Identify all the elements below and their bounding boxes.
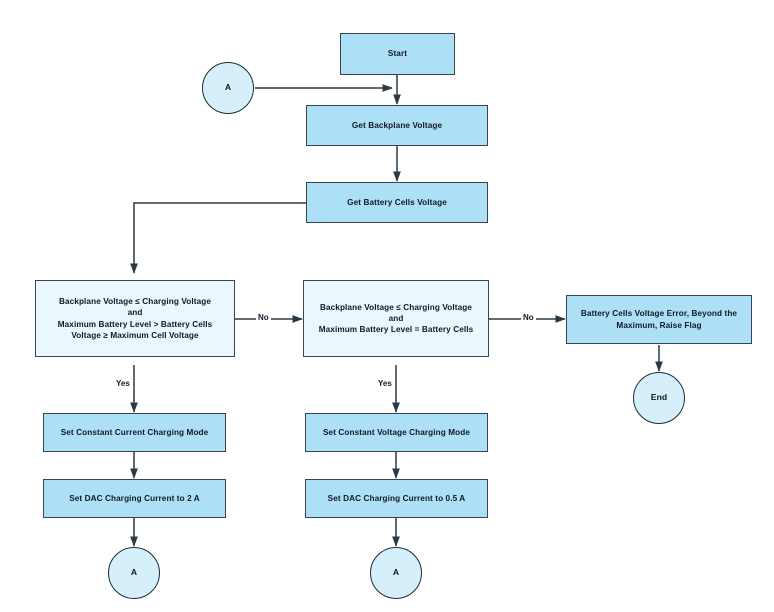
set-dac-05a-node[interactable]: Set DAC Charging Current to 0.5 A xyxy=(305,479,488,518)
edge-label-no-second: No xyxy=(521,313,536,322)
connector-a-bottom-left-label: A xyxy=(130,567,138,578)
get-battery-cells-voltage-node[interactable]: Get Battery Cells Voltage xyxy=(306,182,488,223)
end-node-label: End xyxy=(650,392,668,403)
set-constant-voltage-mode-label: Set Constant Voltage Charging Mode xyxy=(323,427,470,437)
connector-a-bottom-right-label: A xyxy=(392,567,400,578)
set-dac-05a-label: Set DAC Charging Current to 0.5 A xyxy=(327,493,466,503)
error-box-label: Battery Cells Voltage Error, Beyond the … xyxy=(580,309,738,330)
edge-label-yes-left: Yes xyxy=(114,379,132,388)
connector-a-top[interactable]: A xyxy=(202,62,254,114)
edge-label-yes-right: Yes xyxy=(376,379,394,388)
set-dac-2a-label: Set DAC Charging Current to 2 A xyxy=(69,493,200,503)
decision-two-label: Backplane Voltage ≤ Charging Voltage and… xyxy=(318,302,474,335)
connector-a-bottom-left[interactable]: A xyxy=(108,547,160,599)
set-constant-current-mode-label: Set Constant Current Charging Mode xyxy=(60,427,209,437)
connector-a-bottom-right[interactable]: A xyxy=(370,547,422,599)
get-backplane-voltage-node[interactable]: Get Backplane Voltage xyxy=(306,105,488,146)
get-backplane-voltage-label: Get Backplane Voltage xyxy=(351,120,443,130)
set-constant-current-mode-node[interactable]: Set Constant Current Charging Mode xyxy=(43,413,226,452)
start-node[interactable]: Start xyxy=(340,33,455,75)
set-constant-voltage-mode-node[interactable]: Set Constant Voltage Charging Mode xyxy=(305,413,488,452)
end-node[interactable]: End xyxy=(633,372,685,424)
edge-cells-to-decision-one xyxy=(130,202,307,274)
set-dac-2a-node[interactable]: Set DAC Charging Current to 2 A xyxy=(43,479,226,518)
decision-two-node[interactable]: Backplane Voltage ≤ Charging Voltage and… xyxy=(303,280,489,357)
decision-one-label: Backplane Voltage ≤ Charging Voltage and… xyxy=(57,297,213,340)
start-node-label: Start xyxy=(387,49,408,59)
error-box-node[interactable]: Battery Cells Voltage Error, Beyond the … xyxy=(566,295,752,344)
connector-a-top-label: A xyxy=(224,82,232,93)
get-battery-cells-voltage-label: Get Battery Cells Voltage xyxy=(347,197,447,207)
decision-one-node[interactable]: Backplane Voltage ≤ Charging Voltage and… xyxy=(35,280,235,357)
edge-label-no-first: No xyxy=(256,313,271,322)
